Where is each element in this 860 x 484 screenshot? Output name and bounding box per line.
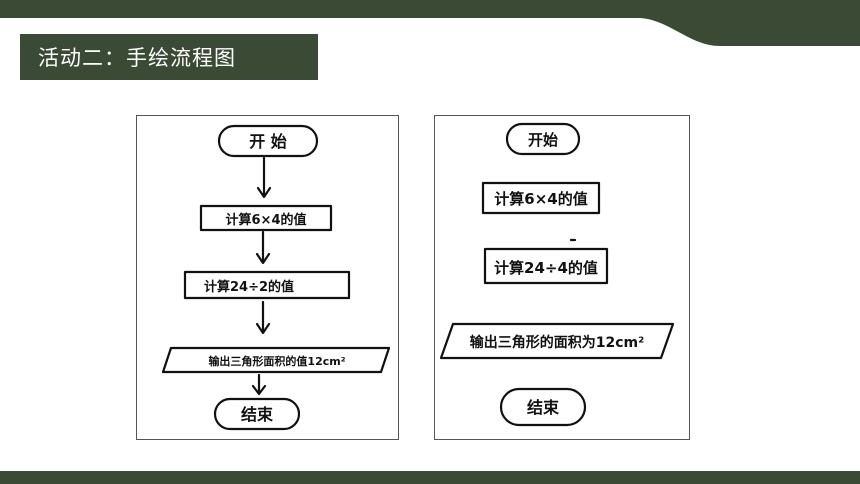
- left-start-text: 开 始: [249, 132, 287, 151]
- right-output-text: 输出三角形的面积为12cm²: [470, 334, 645, 351]
- left-arrow-2: [255, 230, 271, 265]
- right-step2-box: [483, 247, 609, 285]
- right-start-text: 开始: [528, 131, 558, 149]
- left-step2-text: 计算24÷2的值: [204, 279, 294, 295]
- left-step2-box: [183, 270, 351, 300]
- left-start-oval: [217, 124, 319, 158]
- left-flowchart-drawing: 开 始 计算6×4的值 计算24÷2的值 输出三角形面积的值12cm² 结束: [161, 124, 391, 431]
- right-output-parallelogram: [439, 322, 675, 360]
- top-decor-band: [0, 0, 860, 46]
- left-step1-box: [199, 204, 333, 232]
- left-output-text: 输出三角形面积的值12cm²: [208, 354, 345, 368]
- right-flowchart-drawing: 开始 计算6×4的值 计算24÷4的值 输出三角形的面积为12cm² 结束: [439, 122, 675, 427]
- right-flowchart-panel: 开始 计算6×4的值 计算24÷4的值 输出三角形的面积为12cm² 结束: [434, 115, 690, 440]
- left-end-text: 结束: [240, 405, 274, 424]
- left-arrow-1: [256, 156, 272, 199]
- left-end-oval: [213, 397, 301, 431]
- right-step2-text: 计算24÷4的值: [494, 259, 598, 277]
- left-arrow-3: [255, 300, 271, 335]
- right-step1-text: 计算6×4的值: [494, 190, 587, 208]
- left-step1-text: 计算6×4的值: [226, 212, 307, 228]
- right-step1-box: [481, 181, 601, 215]
- left-output-parallelogram: [161, 346, 391, 374]
- right-end-text: 结束: [526, 398, 560, 417]
- left-arrow-4: [251, 373, 267, 396]
- slide-title: 活动二：手绘流程图: [20, 34, 318, 80]
- left-flowchart-panel: 开 始 计算6×4的值 计算24÷2的值 输出三角形面积的值12cm² 结束: [136, 115, 399, 440]
- bottom-decor-band: [0, 471, 860, 484]
- right-end-oval: [499, 387, 587, 427]
- right-start-oval: [505, 122, 581, 156]
